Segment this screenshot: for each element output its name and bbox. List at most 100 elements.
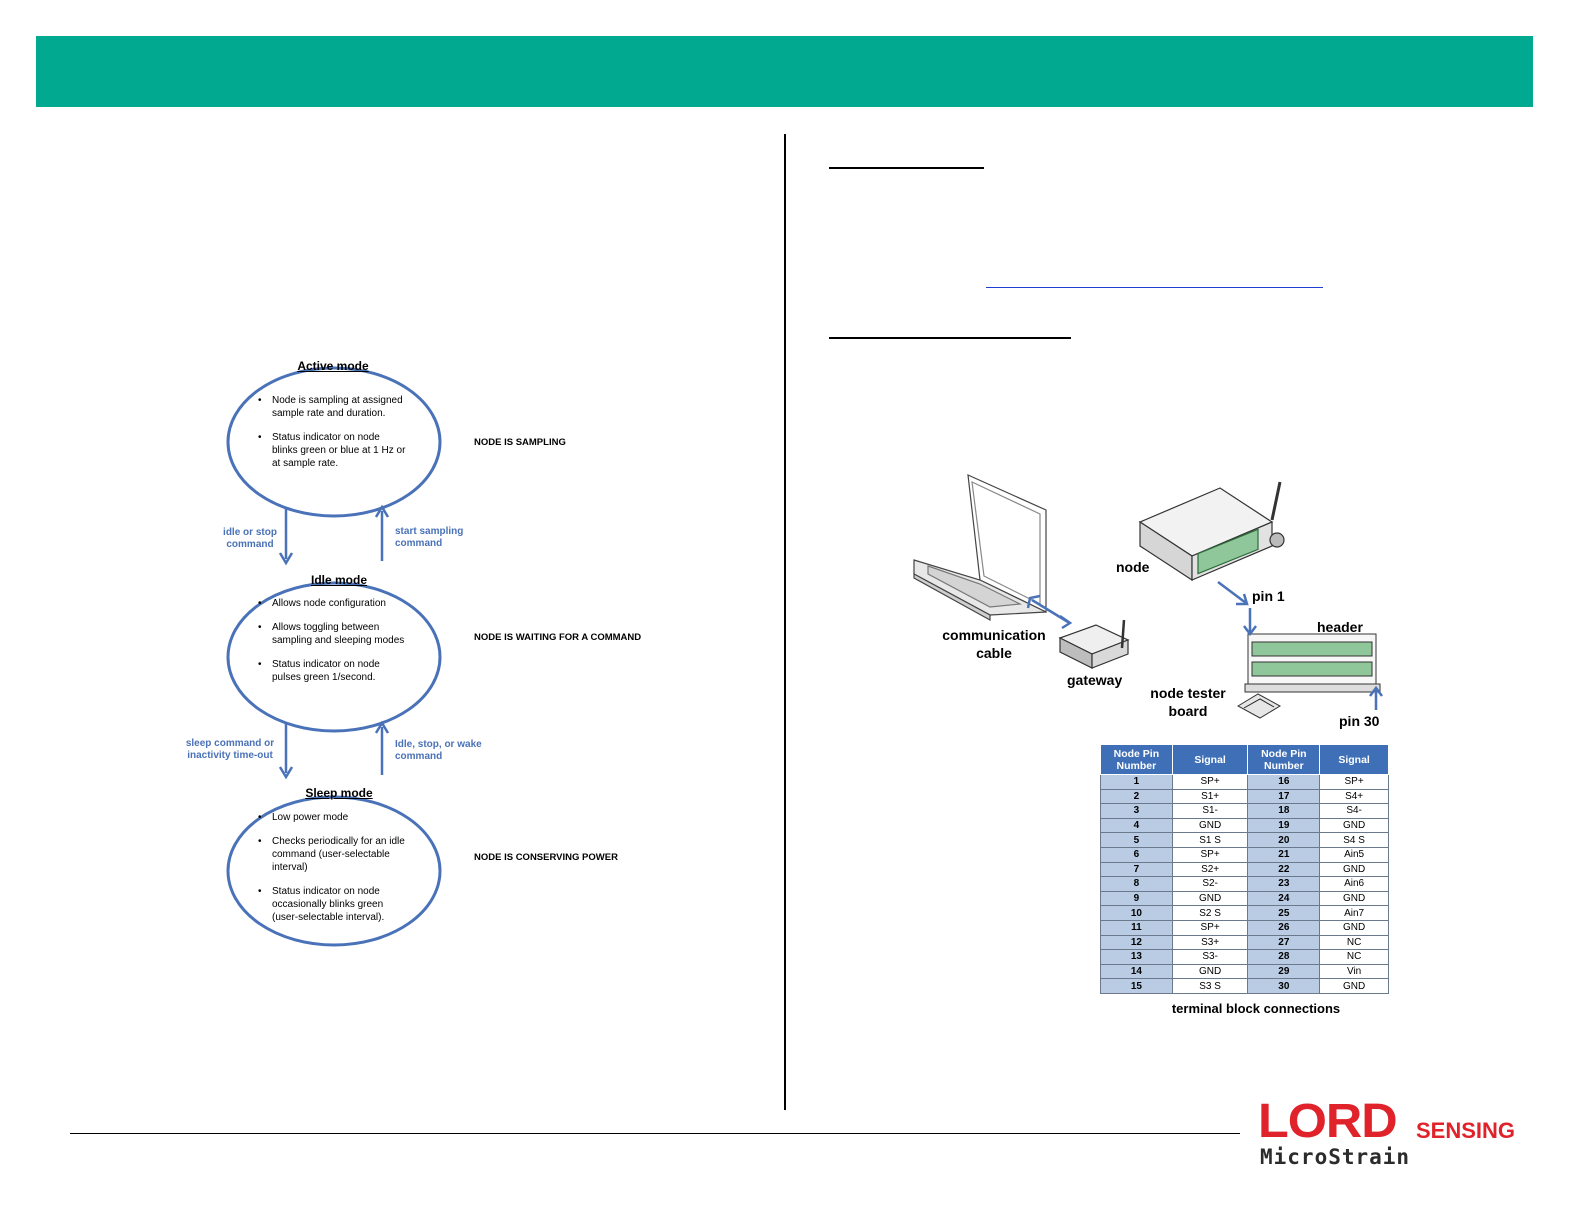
column-divider — [784, 134, 786, 1110]
arrow-active-to-idle-head — [278, 552, 294, 566]
pin-number-cell: 14 — [1100, 963, 1173, 980]
signal-cell: S1 S — [1171, 832, 1249, 848]
column-header: Signal — [1171, 744, 1249, 775]
arrow-idle-to-active-head — [374, 504, 390, 518]
pin-number-cell: 21 — [1247, 846, 1321, 863]
signal-cell: S1- — [1171, 803, 1249, 819]
pin-number-cell: 18 — [1247, 803, 1321, 819]
signal-cell: S3 S — [1171, 978, 1249, 994]
column-header: Node Pin Number — [1100, 744, 1173, 775]
active-bullet: Node is sampling at assigned sample rate… — [256, 394, 406, 420]
hyperlink-underline[interactable] — [986, 287, 1323, 288]
label-node: node — [1116, 559, 1150, 575]
pin-number-cell: 29 — [1247, 963, 1321, 980]
signal-cell: Ain5 — [1319, 846, 1389, 863]
pin-number-cell: 7 — [1100, 861, 1173, 878]
signal-cell: S4 S — [1319, 832, 1389, 848]
label-communication-cable: communication cable — [942, 627, 1046, 661]
pin-number-cell: 2 — [1100, 788, 1173, 805]
pin-number-cell: 22 — [1247, 861, 1321, 878]
column-header: Signal — [1319, 744, 1389, 775]
laptop-icon — [913, 474, 1047, 622]
sleep-bullet: Low power mode — [256, 811, 406, 824]
signal-cell: S4- — [1319, 803, 1389, 819]
signal-cell: GND — [1171, 890, 1249, 907]
top-banner — [36, 36, 1533, 107]
logo-sensing-text: SENSING — [1416, 1118, 1516, 1143]
sleep-state-caption: NODE IS CONSERVING POWER — [474, 852, 618, 863]
table-caption: terminal block connections — [1171, 1001, 1341, 1016]
arrow-label-idle-or-stop: idle or stop command — [223, 527, 277, 550]
signal-cell: GND — [1319, 919, 1389, 936]
table-header-row: Node Pin Number Signal Node Pin Number S… — [1100, 744, 1389, 775]
signal-cell: S1+ — [1171, 788, 1249, 805]
connection-graphics — [913, 474, 1383, 719]
node-tester-board-icon — [1236, 693, 1282, 719]
label-node-tester-board: node tester board — [1150, 685, 1226, 719]
pin-number-cell: 4 — [1100, 817, 1173, 834]
signal-cell: SP+ — [1319, 774, 1389, 790]
pin-number-cell: 6 — [1100, 846, 1173, 863]
signal-cell: Ain6 — [1319, 876, 1389, 892]
active-state-caption: NODE IS SAMPLING — [474, 437, 566, 448]
idle-state-caption: NODE IS WAITING FOR A COMMAND — [474, 632, 642, 643]
pin-number-cell: 20 — [1247, 832, 1321, 848]
logo-lord-text: LORD — [1258, 1095, 1398, 1148]
pin-number-cell: 10 — [1100, 905, 1173, 921]
pin-number-cell: 26 — [1247, 919, 1321, 936]
pin-number-cell: 12 — [1100, 934, 1173, 951]
signal-cell: S4+ — [1319, 788, 1389, 805]
sleep-mode-title: Sleep mode — [305, 786, 373, 800]
lord-sensing-logo: LORD SENSING MicroStrain — [1258, 1096, 1518, 1176]
label-gateway: gateway — [1067, 672, 1123, 688]
pin-number-cell: 8 — [1100, 876, 1173, 892]
active-mode-ellipse — [226, 366, 442, 518]
signal-cell: SP+ — [1171, 774, 1249, 790]
sleep-bullet: Status indicator on node occasionally bl… — [256, 885, 406, 924]
signal-cell: GND — [1319, 978, 1389, 994]
idle-mode-title: Idle mode — [310, 573, 367, 587]
pin-number-cell: 1 — [1100, 774, 1173, 790]
signal-cell: NC — [1319, 934, 1389, 951]
signal-cell: GND — [1319, 890, 1389, 907]
pin-number-cell: 3 — [1100, 803, 1173, 819]
sleep-bullet: Checks periodically for an idle command … — [256, 835, 406, 874]
node-connection-diagram: node pin 1 header communication cable ga… — [900, 470, 1420, 735]
pin-number-cell: 5 — [1100, 832, 1173, 848]
signal-cell: GND — [1319, 817, 1389, 834]
arrow-label-sleep-command: sleep command or inactivity time-out — [185, 738, 275, 761]
signal-cell: S2+ — [1171, 861, 1249, 878]
terminal-block-table: Node Pin Number Signal Node Pin Number S… — [1100, 744, 1389, 994]
arrow-idle-to-sleep-head — [278, 766, 294, 780]
mode-diagram-graphics — [226, 366, 442, 947]
signal-cell: S3+ — [1171, 934, 1249, 951]
gateway-icon — [1058, 619, 1130, 669]
idle-mode-ellipse — [226, 581, 442, 733]
header-icon — [1244, 633, 1381, 693]
logo-microstrain-text: MicroStrain — [1260, 1145, 1411, 1169]
pin-number-cell: 16 — [1247, 774, 1321, 790]
signal-cell: GND — [1319, 861, 1389, 878]
active-bullet: Status indicator on node blinks green or… — [256, 431, 406, 470]
pin-number-cell: 23 — [1247, 876, 1321, 892]
signal-cell: S2- — [1171, 876, 1249, 892]
label-header: header — [1317, 619, 1363, 635]
pin-number-cell: 17 — [1247, 788, 1321, 805]
section-heading-underline — [829, 167, 984, 169]
idle-bullet: Status indicator on node pulses green 1/… — [256, 658, 406, 684]
signal-cell: NC — [1319, 949, 1389, 965]
section-heading-underline — [829, 337, 1071, 339]
label-pin-30: pin 30 — [1339, 713, 1380, 729]
